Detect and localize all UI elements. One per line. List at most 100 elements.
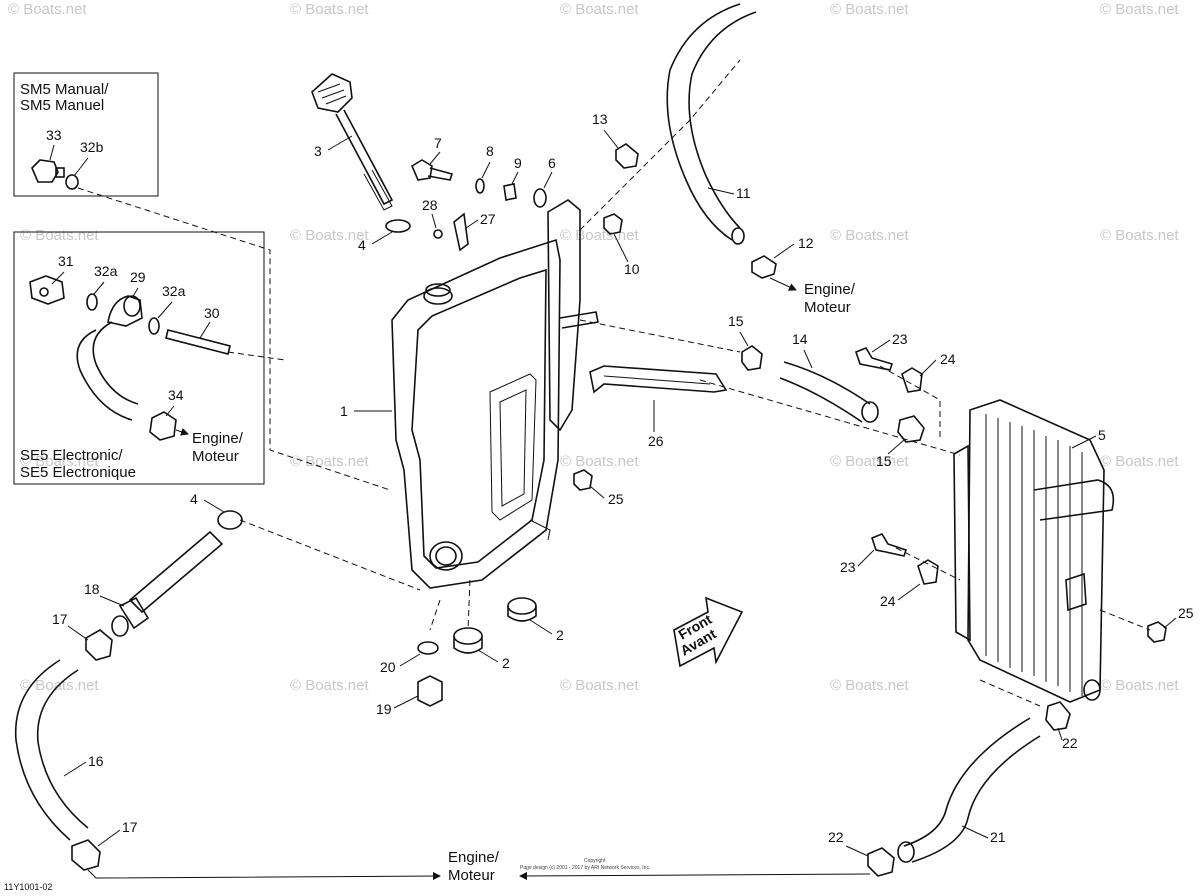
callout-8: 8 [486, 143, 494, 159]
inset-frame [13, 72, 159, 197]
dashed-guides [77, 59, 1151, 707]
engine-bottom-line2: Moteur [448, 867, 495, 884]
callout-11: 11 [736, 185, 751, 201]
inset-frame [13, 231, 265, 485]
callout-33: 33 [46, 127, 62, 143]
watermark: © Boats.net [560, 677, 639, 694]
o-ring-4 [217, 510, 243, 530]
nut-28 [433, 229, 443, 239]
fitting-31 [29, 275, 65, 305]
callout-9: 9 [514, 155, 522, 171]
front-arrow: Front Avant [673, 596, 744, 668]
clamp-12 [751, 255, 777, 279]
callout-14: 14 [792, 331, 808, 347]
bracket-27 [453, 212, 469, 252]
clamp-22 [1045, 701, 1071, 731]
elbow-fitting-29 [107, 295, 143, 327]
inset-engine-line2: Moteur [192, 448, 239, 465]
watermark: © Boats.net [290, 453, 369, 470]
watermark: © Boats.net [8, 1, 87, 18]
watermark: © Boats.net [560, 1, 639, 18]
callout-15-bottom: 15 [876, 453, 892, 469]
callout-25-right: 25 [1178, 605, 1194, 621]
copyright-line2: Page design (c) 2001 - 2017 by ARI Netwo… [520, 865, 650, 871]
bracket-26 [589, 365, 728, 394]
engine-right-line1: Engine/ [804, 281, 856, 298]
watermark: © Boats.net [20, 677, 99, 694]
callout-2-right: 2 [556, 627, 564, 643]
callout-17-top: 17 [52, 611, 68, 627]
watermark: © Boats.net [830, 453, 909, 470]
plug-19 [417, 675, 443, 707]
callout-23-top: 23 [892, 331, 908, 347]
callout-34: 34 [168, 387, 184, 403]
inset-title-line1: SM5 Manual/ [20, 81, 109, 98]
clamp-15 [897, 415, 925, 443]
watermark: © Boats.net [290, 1, 369, 18]
callout-26: 26 [648, 433, 664, 449]
engine-bottom-line1: Engine/ [448, 849, 500, 866]
watermark: © Boats.net [830, 227, 909, 244]
callout-3: 3 [314, 143, 322, 159]
watermark: © Boats.net [830, 1, 909, 18]
clamp-34 [149, 411, 177, 441]
inset-title-line2: SE5 Electronique [20, 464, 136, 481]
callout-17-bottom: 17 [122, 819, 138, 835]
callout-4-bottom: 4 [190, 491, 198, 507]
callout-28: 28 [422, 197, 438, 213]
inset-engine-line1: Engine/ [192, 430, 244, 447]
callout-29: 29 [130, 269, 146, 285]
hose-16 [14, 659, 89, 841]
inset-se5-electronic: 31 32a 29 32a 30 34 Engine/ Moteur SE5 E… [13, 231, 265, 485]
oil-tank-1 [391, 199, 599, 589]
callout-4-top: 4 [358, 237, 366, 253]
callout-7: 7 [434, 135, 442, 151]
rubber-mount-2 [507, 597, 537, 622]
tube-30 [165, 329, 231, 355]
inset-sm5-manual: SM5 Manual/ SM5 Manuel 33 32b [13, 72, 159, 197]
callout-22-right: 22 [1062, 735, 1078, 751]
hose [76, 329, 133, 421]
engine-right-line2: Moteur [804, 299, 851, 316]
grommet-6 [533, 188, 547, 208]
washer-20 [417, 641, 439, 655]
fitting-18 [111, 530, 224, 637]
copyright-line1: Copyright [584, 858, 606, 864]
watermark: © Boats.net [290, 227, 369, 244]
callout-15-top: 15 [728, 313, 744, 329]
callout-31: 31 [58, 253, 74, 269]
o-ring-4 [385, 219, 411, 233]
callout-25-center: 25 [608, 491, 624, 507]
callout-21: 21 [990, 829, 1006, 845]
hose-11 [666, 3, 757, 245]
callout-16: 16 [88, 753, 104, 769]
diagram-code: 11Y1001-02 [4, 882, 52, 892]
washer-32b [65, 174, 79, 190]
callout-1: 1 [340, 403, 348, 419]
callout-22-bottom: 22 [828, 829, 844, 845]
bolt-23 [871, 533, 908, 557]
watermark: © Boats.net [1100, 453, 1179, 470]
watermark: © Boats.net [830, 677, 909, 694]
nut-10 [603, 213, 623, 235]
clamp-22 [867, 847, 895, 877]
callout-12: 12 [798, 235, 814, 251]
callout-32a-left: 32a [94, 263, 118, 279]
washer-32a [148, 317, 160, 335]
clip-nut-24 [917, 559, 939, 585]
callout-13: 13 [592, 111, 608, 127]
callout-24-bottom: 24 [880, 593, 896, 609]
watermark: © Boats.net [1100, 677, 1179, 694]
watermark: © Boats.net [20, 227, 99, 244]
clamp-15 [741, 345, 763, 371]
watermark: © Boats.net [1100, 227, 1179, 244]
clip-nut-24 [901, 367, 923, 393]
watermark: © Boats.net [560, 453, 639, 470]
callout-2-left: 2 [502, 655, 510, 671]
nut-25 [573, 469, 593, 491]
spacer-9 [503, 183, 517, 201]
clamp-17 [71, 839, 101, 871]
hose-21 [897, 717, 1041, 863]
washer-32a [86, 293, 98, 311]
